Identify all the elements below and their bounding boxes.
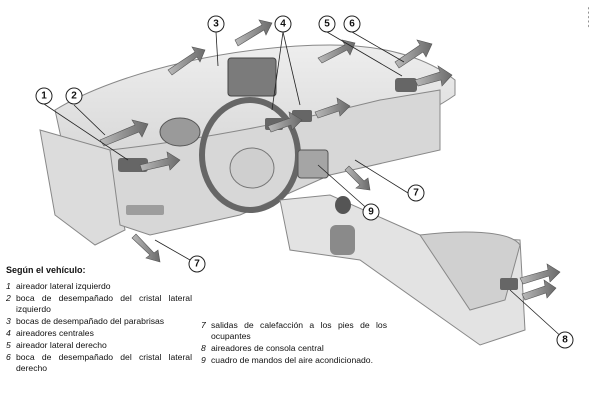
- callout-9: 9: [368, 207, 374, 218]
- legend-text: cuadro de mandos del aire acondicionado.: [211, 355, 373, 365]
- callout-7-right: 7: [413, 188, 419, 199]
- legend-item: 5 aireador lateral derecho: [6, 340, 192, 351]
- legend-num: 6: [6, 352, 11, 362]
- legend-num: 1: [6, 281, 11, 291]
- legend-text: bocas de desempañado del parabrisas: [16, 316, 165, 326]
- callout-3: 3: [213, 19, 219, 30]
- legend-text: aireadores centrales: [16, 328, 94, 338]
- callout-lines: [43, 31, 566, 341]
- legend-text: aireador lateral derecho: [16, 340, 107, 350]
- legend-num: 3: [6, 316, 11, 326]
- legend-item: 3 bocas de desempañado del parabrisas: [6, 316, 192, 327]
- callout-circles: [35, 15, 574, 349]
- legend-item: 4 aireadores centrales: [6, 328, 192, 339]
- legend-text: aireadores de consola central: [211, 343, 324, 353]
- legend-text: boca de desempañado del cristal lateral …: [16, 293, 192, 314]
- callout-4: 4: [280, 19, 286, 30]
- callout-8: 8: [562, 335, 568, 346]
- legend-left: 1 aireador lateral izquierdo 2 boca de des…: [6, 281, 192, 375]
- right-vent: [395, 78, 417, 92]
- legend-text: salidas de calefacción a los pies de los…: [211, 320, 387, 341]
- legend-num: 9: [201, 355, 206, 365]
- gear-boot: [330, 225, 355, 255]
- legend-item: 9 cuadro de mandos del aire acondicionado…: [201, 355, 387, 366]
- instrument-cluster: [159, 117, 201, 147]
- callout-6: 6: [349, 19, 355, 30]
- switch-panel: [126, 205, 164, 215]
- central-screen: [227, 57, 277, 97]
- left-door-panel: [39, 129, 126, 246]
- steering-hub: [229, 147, 275, 189]
- console-vent: [500, 278, 518, 290]
- callout-7-left: 7: [194, 259, 200, 270]
- callout-5: 5: [324, 19, 330, 30]
- left-vent: [118, 158, 148, 172]
- legend-text: aireador lateral izquierdo: [16, 281, 111, 291]
- legend-item: 7 salidas de calefacción a los pies de lo…: [201, 320, 387, 342]
- legend-text: boca de desempañado del cristal lateral …: [16, 352, 192, 373]
- airflow-arrows: [99, 19, 561, 301]
- legend-item: 2 boca de desempañado del cristal lateral…: [6, 293, 192, 315]
- legend-item: 1 aireador lateral izquierdo: [6, 281, 192, 292]
- legend-item: 6 boca de desempañado del cristal lateral…: [6, 352, 192, 374]
- legend-right: 7 salidas de calefacción a los pies de lo…: [201, 320, 387, 367]
- console-armrest: [419, 231, 521, 311]
- legend-num: 4: [6, 328, 11, 338]
- legend-item: 8 aireadores de consola central: [201, 343, 387, 354]
- climate-controls: [297, 149, 329, 179]
- callout-1: 1: [41, 91, 47, 102]
- legend-title: Según el vehículo:: [6, 265, 86, 275]
- callout-2: 2: [71, 91, 77, 102]
- legend-num: 8: [201, 343, 206, 353]
- legend-num: 7: [201, 320, 206, 330]
- legend-num: 5: [6, 340, 11, 350]
- legend-num: 2: [6, 293, 11, 303]
- gear-knob: [335, 196, 351, 214]
